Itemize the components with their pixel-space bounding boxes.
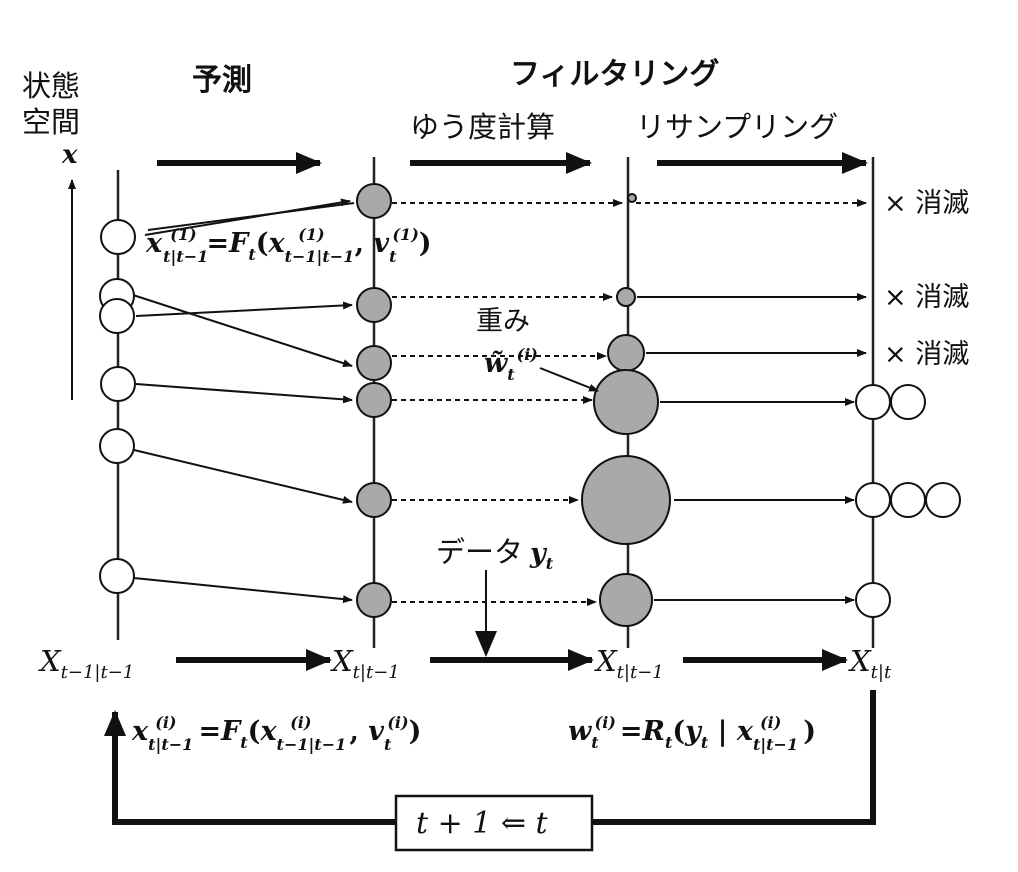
particle — [100, 366, 136, 402]
x-axis-variable: x — [61, 140, 78, 170]
particle — [607, 334, 645, 372]
vanish-label: × 消滅 — [884, 282, 969, 313]
particle — [356, 482, 392, 518]
stage-label-prior: Xt−1|t−1 — [38, 644, 134, 683]
weight-pointer — [539, 367, 599, 392]
particle — [855, 582, 891, 618]
particle — [99, 428, 135, 464]
particle — [616, 287, 636, 307]
prediction-path — [133, 449, 353, 504]
prediction-path — [135, 301, 353, 317]
prediction-path — [133, 577, 353, 604]
equation-pointer — [147, 202, 355, 231]
prediction-path — [132, 294, 353, 368]
particle — [855, 482, 891, 518]
particle — [100, 219, 136, 255]
state-space-label-2: 空間 — [22, 105, 80, 139]
transition-equation: xt|t−1(i)=Ft(xt−1|t−1(i), vt(i)) — [131, 713, 421, 754]
particle — [593, 369, 659, 435]
vanish-label: × 消滅 — [884, 188, 969, 219]
particle — [356, 582, 392, 618]
particle — [925, 482, 961, 518]
particle — [627, 193, 637, 203]
state-space-label-1: 状態 — [22, 69, 80, 103]
prediction-heading: 予測 — [192, 63, 252, 98]
prediction-path — [135, 383, 353, 404]
particle — [599, 573, 653, 627]
resampling-heading: リサンプリング — [636, 110, 838, 144]
weight-symbol: w̃t(i) — [484, 345, 538, 384]
particle — [99, 298, 135, 334]
top-transition-equation: xt|t−1(1)=Ft(xt−1|t−1(1), vt(1)) — [145, 225, 432, 266]
filtering-heading: フィルタリング — [510, 57, 719, 92]
stage-label-predicted: Xt|t−1 — [330, 644, 400, 683]
particle — [581, 455, 671, 545]
particle — [890, 384, 926, 420]
particle — [356, 287, 392, 323]
loop-box — [394, 794, 594, 852]
vanish-label: × 消滅 — [884, 339, 969, 370]
particle — [855, 384, 891, 420]
prediction-path — [144, 198, 351, 236]
feedback-loop — [115, 690, 876, 825]
data-label: データ — [436, 535, 523, 569]
stage-label-filtered: Xt|t — [848, 644, 892, 683]
stage-label-weighted: Xt|t−1 — [594, 644, 664, 683]
particle — [356, 183, 392, 219]
particle — [99, 558, 135, 594]
particle — [356, 345, 392, 381]
weight-label: 重み — [476, 306, 530, 337]
likelihood-heading: ゆう度計算 — [410, 110, 555, 144]
loop-box-label: t + 1 ⇐ t — [416, 806, 549, 841]
data-symbol: yt — [529, 538, 554, 573]
particle — [356, 382, 392, 418]
likelihood-equation: wt(i)=Rt(yt | xt|t−1(i)) — [568, 713, 816, 754]
particle — [890, 482, 926, 518]
